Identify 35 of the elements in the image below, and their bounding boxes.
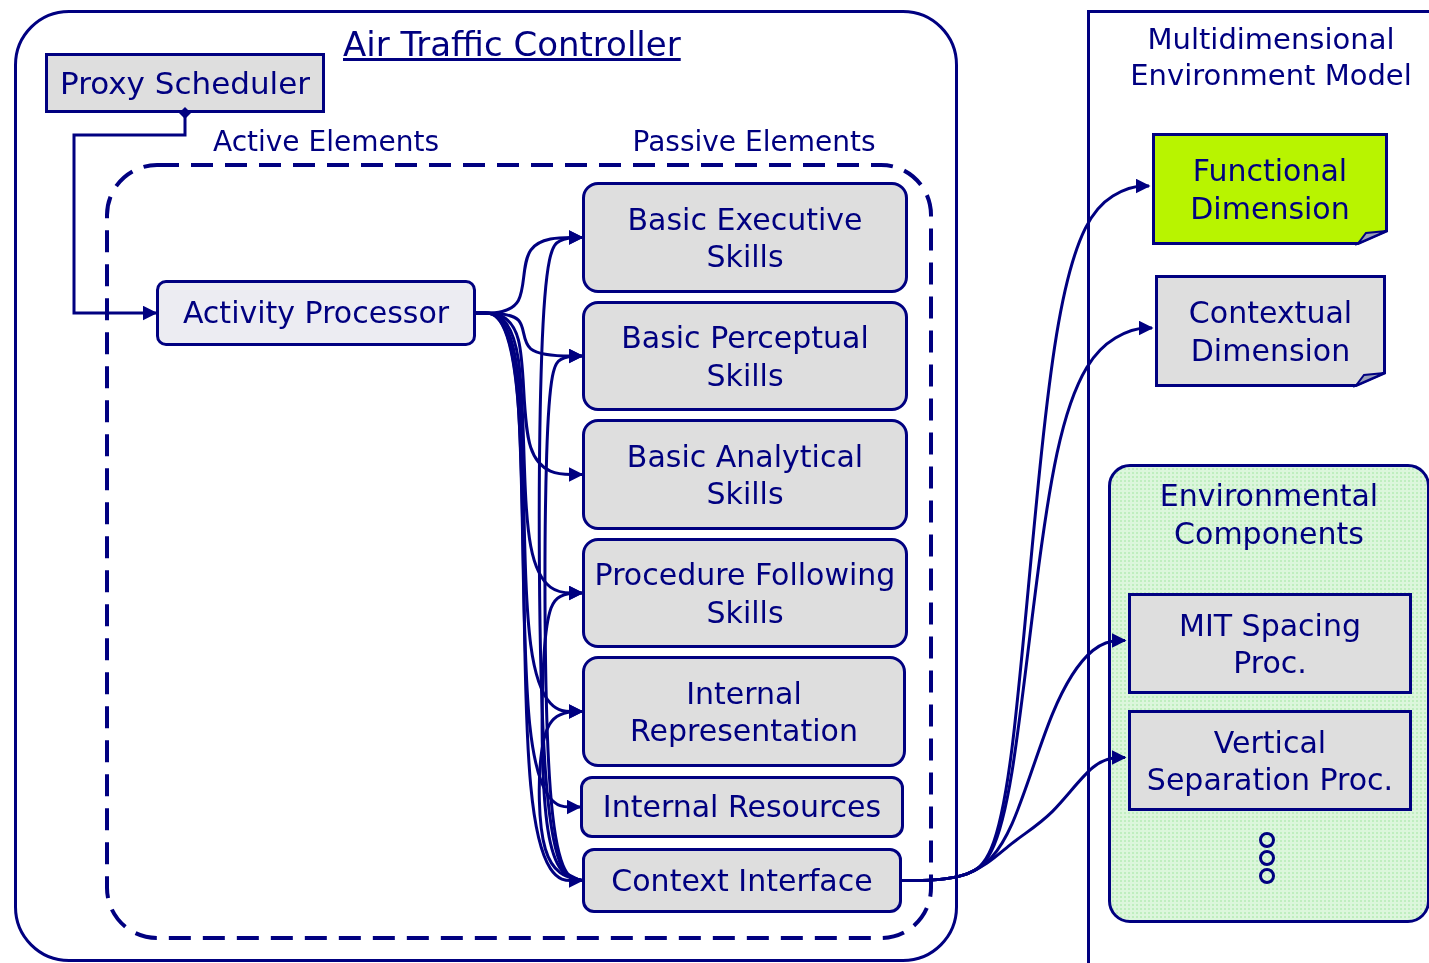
group-frame (14, 10, 958, 962)
note-box (1152, 133, 1388, 245)
group-frame (1108, 464, 1429, 923)
box-label: Vertical Separation Proc. (1145, 723, 1395, 798)
box-label: Basic Analytical Skills (625, 437, 865, 512)
box-label: Context Interface (610, 861, 874, 900)
process-box (582, 538, 908, 648)
process-box (582, 848, 902, 913)
box-label: Procedure Following Skills (593, 555, 897, 631)
process-box (156, 280, 476, 346)
box-label: Basic Perceptual Skills (620, 318, 870, 394)
process-box (582, 301, 908, 411)
box-label: Activity Processor (181, 294, 451, 332)
connector-arrow (537, 704, 584, 882)
group-title: Air Traffic Controller (343, 23, 682, 66)
connector-arrow (902, 750, 1127, 882)
box-label: Internal Representation (629, 674, 859, 749)
note-box (1155, 275, 1386, 387)
box-label: Contextual Dimension (1187, 293, 1354, 369)
box-label: Basic Executive Skills (626, 200, 864, 275)
box-label: Internal Resources (601, 788, 883, 826)
box-label: MIT Spacing Proc. (1178, 606, 1362, 681)
box-label: Proxy Scheduler (59, 63, 311, 103)
process-box (582, 656, 906, 767)
group-title: Environmental Components (1158, 477, 1380, 552)
process-box (582, 419, 908, 530)
process-box (1128, 593, 1412, 694)
process-box (582, 182, 908, 293)
box-label: Functional Dimension (1189, 151, 1351, 227)
process-box (45, 53, 325, 113)
connector-arrow (72, 107, 191, 321)
group-title: Multidimensional Environment Model (1129, 21, 1413, 94)
process-box (1128, 710, 1412, 811)
process-box (580, 776, 904, 838)
side-panel (1087, 10, 1429, 963)
